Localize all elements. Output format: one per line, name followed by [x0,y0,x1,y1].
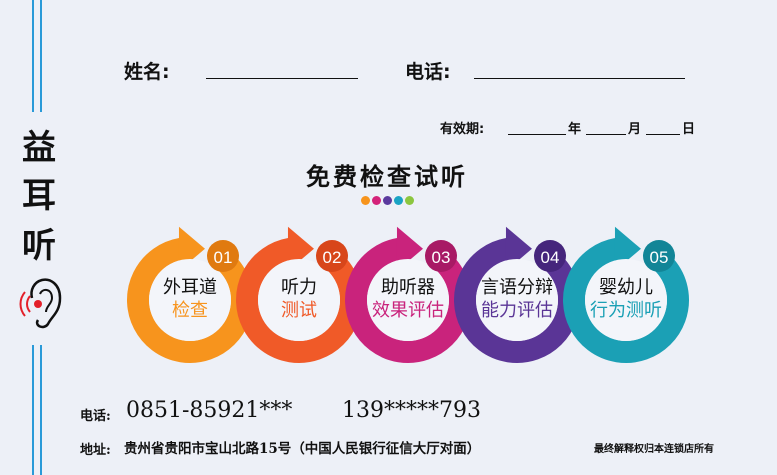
step-label: 助听器效果评估 [358,276,458,322]
step-title: 外耳道 [163,277,217,298]
step-ring: 05 [563,226,689,363]
step-badge [316,240,348,272]
footer-phone-2: 139*****793 [342,398,481,423]
divider-line [40,345,42,475]
step-title: 婴幼儿 [599,277,653,298]
decor-dot [383,196,392,205]
divider-line [40,0,42,112]
divider-line [32,345,34,475]
year-label: 年 [568,122,582,137]
decor-dot [405,196,414,205]
decor-dot [394,196,403,205]
page-title: 免费检查试听 [306,162,468,191]
month-label: 月 [628,122,642,137]
step-badge [534,240,566,272]
footer-phone-label: 电话: [80,409,111,424]
day-label: 日 [682,122,696,137]
name-label: 姓名: [124,61,170,83]
step-label: 外耳道检查 [140,276,240,322]
step-label: 言语分辩能力评估 [467,276,567,322]
step-label: 听力测试 [249,276,349,322]
step-subtitle: 效果评估 [372,300,444,321]
footer-address: 贵州省贵阳市宝山北路15号（中国人民银行征信大厅对面） [124,441,481,457]
step-title: 言语分辩 [481,277,553,298]
name-field[interactable] [206,60,358,79]
step-subtitle: 测试 [281,300,317,321]
step-title: 助听器 [381,277,435,298]
step-title: 听力 [281,277,317,298]
step-subtitle: 行为测听 [590,300,662,321]
footer-address-label: 地址: [80,443,111,458]
brand-char: 益 [22,128,56,168]
valid-year-field[interactable] [508,118,566,135]
step-number: 01 [214,248,233,267]
valid-month-field[interactable] [586,118,626,135]
step-number: 02 [323,248,342,267]
valid-day-field[interactable] [646,118,680,135]
step-subtitle: 检查 [172,300,208,321]
divider-line [32,0,34,112]
step-number: 05 [650,248,669,267]
step-badge [207,240,239,272]
decor-dot [361,196,370,205]
step-number: 03 [432,248,451,267]
brand-char: 耳 [22,176,56,216]
step-label: 婴幼儿行为测听 [576,276,676,322]
brand-char: 听 [22,226,56,266]
phone-label: 电话: [405,61,451,83]
footer-phone-1: 0851-85921*** [126,398,293,423]
step-badge [643,240,675,272]
decor-dot [372,196,381,205]
footer-disclaimer: 最终解释权归本连锁店所有 [594,444,714,455]
step-badge [425,240,457,272]
phone-field[interactable] [474,60,685,79]
step-number: 04 [541,248,560,267]
valid-label: 有效期: [440,122,485,137]
ear-icon [19,278,62,329]
step-subtitle: 能力评估 [481,300,553,321]
